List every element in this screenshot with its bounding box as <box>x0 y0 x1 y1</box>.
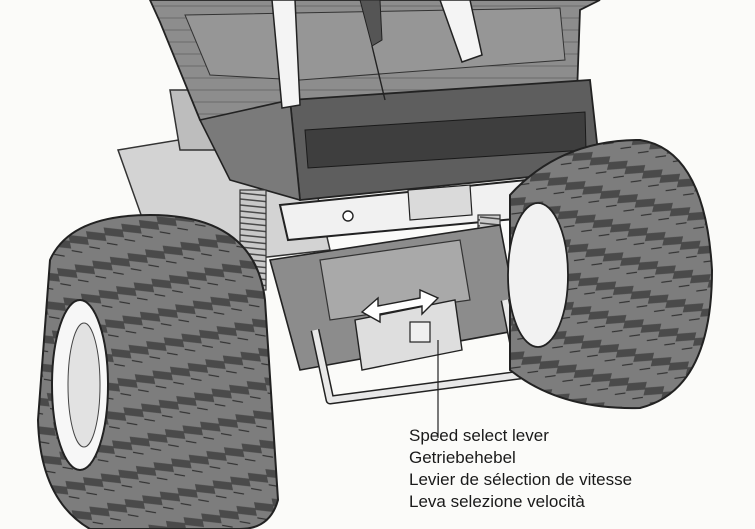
label-italian: Leva selezione velocità <box>409 492 585 511</box>
right-wheel <box>507 138 714 410</box>
label-english: Speed select lever <box>409 426 549 445</box>
bumper-bolt <box>342 210 354 222</box>
roll-bar <box>271 0 483 109</box>
label-french: Levier de sélection de vitesse <box>409 470 633 489</box>
speed-select-lever <box>409 321 431 343</box>
double-arrow-icon <box>360 288 440 324</box>
callout-labels: Speed select lever Getriebehebel Levier … <box>409 425 749 513</box>
label-german: Getriebehebel <box>409 448 516 467</box>
right-wheel-hub <box>507 202 569 348</box>
left-wheel <box>36 213 280 529</box>
gearbox <box>268 224 521 371</box>
